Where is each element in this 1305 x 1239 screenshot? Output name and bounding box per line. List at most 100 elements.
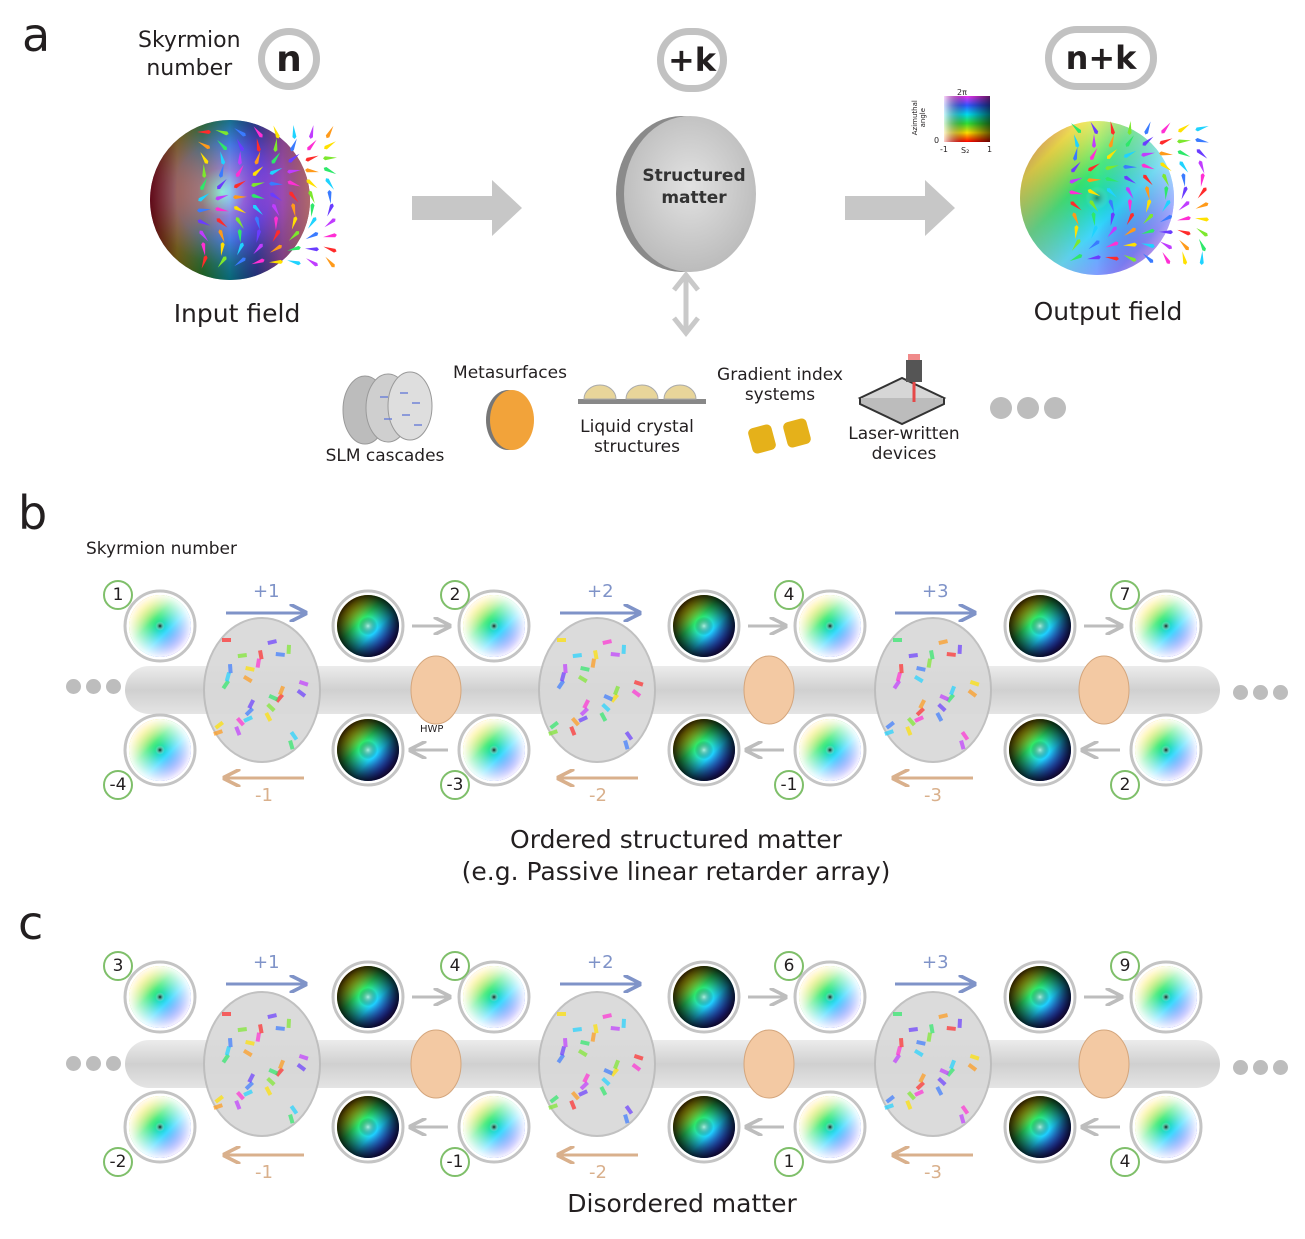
vector-glyph	[327, 203, 334, 217]
vector-glyph	[1123, 164, 1137, 169]
retarder-cell	[946, 1067, 956, 1077]
vector-glyph	[1072, 212, 1079, 226]
vector-glyph	[236, 138, 245, 152]
retarder-cell	[235, 717, 245, 727]
retarder-cell	[915, 1081, 925, 1091]
retarder-cell	[228, 664, 233, 674]
vector-glyph	[1144, 186, 1150, 200]
retarder-cell	[221, 1053, 230, 1064]
top-beam-profile	[667, 589, 741, 663]
retarder-cell	[602, 639, 613, 646]
skyrmion-number-badge: -2	[103, 1147, 133, 1177]
retarder-cell	[548, 729, 558, 736]
vector-glyph	[309, 125, 314, 139]
skyrmion-number-badge: 6	[774, 951, 804, 981]
retarder-cell	[602, 1013, 612, 1020]
vector-glyph	[269, 168, 283, 175]
retarder-cell	[247, 699, 255, 710]
vector-glyph	[271, 203, 280, 217]
retarder-cell	[959, 1114, 966, 1124]
retarder-cell	[895, 1045, 903, 1056]
panel-b-diagram	[123, 589, 1220, 787]
vector-glyph	[327, 190, 332, 204]
vector-glyph	[1105, 241, 1119, 248]
vector-glyph	[1123, 175, 1137, 184]
retarder-cell	[275, 1026, 285, 1031]
vector-glyph	[1108, 134, 1115, 148]
retarder-cell	[234, 1100, 242, 1110]
retarder-slab	[203, 617, 321, 763]
input-vector-field	[197, 125, 337, 269]
vector-glyph	[253, 126, 263, 138]
vector-glyph	[1089, 147, 1098, 161]
vector-glyph	[1159, 138, 1173, 145]
retarder-cell	[610, 1026, 620, 1031]
retarder-cell	[268, 1068, 279, 1076]
retarder-cell	[893, 1012, 902, 1016]
vector-glyph	[1159, 241, 1173, 250]
retarder-cell	[245, 1039, 255, 1046]
bottom-beam-profile	[457, 1090, 531, 1164]
half-wave-plate	[1078, 655, 1130, 725]
retarder-cell	[244, 707, 254, 717]
skyrmion-number-badge: 4	[1110, 1147, 1140, 1177]
retarder-cell	[913, 675, 924, 684]
vector-glyph	[1146, 199, 1152, 213]
retarder-cell	[275, 1067, 284, 1077]
retarder-cell	[559, 1045, 566, 1056]
vector-glyph	[1089, 200, 1099, 212]
vector-glyph	[323, 167, 337, 175]
retarder-cell	[913, 1049, 924, 1058]
retarder-cell	[548, 1103, 559, 1110]
retarder-cell	[245, 666, 255, 672]
colorbar-yaxis-label: Azimuthal angle	[910, 100, 927, 136]
vector-glyph	[1091, 212, 1096, 226]
colorbar-top-label: 2π	[957, 88, 967, 97]
retarder-cell	[613, 685, 621, 696]
vector-glyph	[1106, 149, 1118, 159]
vector-glyph	[287, 180, 301, 187]
vector-glyph	[325, 125, 334, 139]
colorbar-bottom-label: 0	[934, 136, 940, 145]
retarder-cell	[885, 1094, 895, 1104]
bottom-beam-profile	[1129, 713, 1203, 787]
retarder-cell	[549, 720, 559, 730]
skyrmion-number-badge: 2	[440, 580, 470, 610]
vector-glyph	[1125, 186, 1134, 200]
retarder-cell	[892, 679, 901, 690]
liquid-crystal-icon	[578, 384, 706, 404]
retarder-cell	[549, 1094, 560, 1104]
vector-glyph	[1196, 149, 1208, 159]
retarder-cell	[893, 638, 902, 642]
skyrmion-number-badge: 9	[1110, 951, 1140, 981]
retarder-cell	[601, 702, 611, 713]
retarder-cell	[610, 1067, 620, 1077]
structured-matter-label: Structured matter	[642, 166, 746, 209]
top-beam-profile	[457, 960, 531, 1034]
retarder-cell	[579, 1081, 589, 1091]
retarder-cell	[938, 639, 948, 646]
vector-glyph	[1162, 251, 1171, 265]
skyrmion-number-badge: 4	[440, 951, 470, 981]
vector-glyph	[1177, 229, 1191, 236]
vector-glyph	[1195, 202, 1209, 209]
retarder-cell	[266, 1077, 276, 1087]
vector-glyph	[1177, 150, 1191, 157]
retarder-cell	[224, 1045, 232, 1056]
retarder-cell	[593, 1024, 599, 1034]
bottom-beam-profile	[331, 1090, 405, 1164]
retarder-cell	[267, 1013, 278, 1020]
retarder-cell	[914, 715, 924, 723]
vector-glyph	[323, 246, 337, 253]
vector-glyph	[1179, 239, 1189, 251]
vector-glyph	[237, 242, 244, 256]
vector-glyph	[1127, 199, 1132, 213]
vector-glyph	[305, 247, 319, 252]
vector-glyph	[233, 195, 247, 200]
vector-glyph	[325, 256, 335, 268]
half-wave-plate	[1078, 1029, 1130, 1099]
retarder-cell	[899, 1037, 904, 1048]
retarder-cell	[969, 1054, 980, 1061]
retarder-slab	[203, 991, 321, 1137]
retarder-cell	[578, 715, 588, 723]
